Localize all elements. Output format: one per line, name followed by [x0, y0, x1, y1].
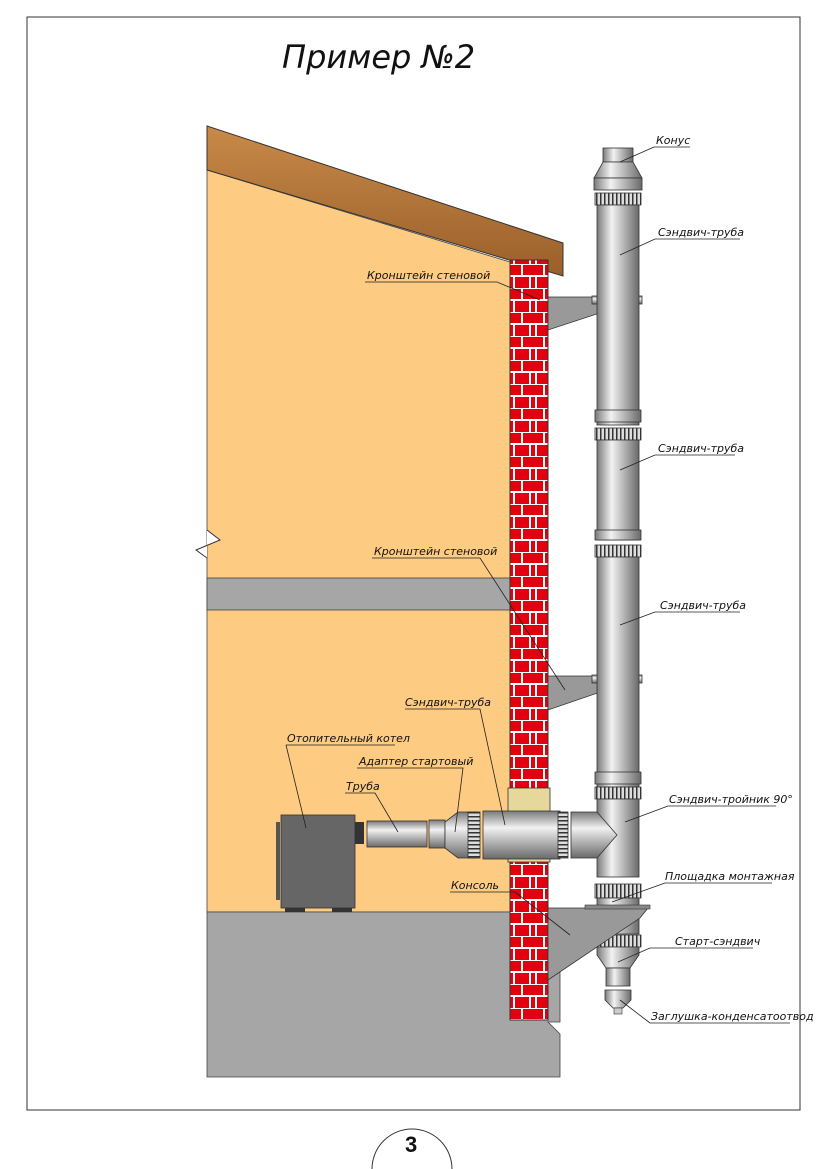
brick-wall	[509, 259, 549, 1021]
label-sandwich-tee: Сэндвич-тройник 90°	[669, 793, 793, 806]
label-pipe: Труба	[346, 780, 380, 793]
label-wall-bracket-1: Кронштейн стеновой	[367, 269, 490, 282]
break-line	[194, 529, 221, 559]
horizontal-flue	[366, 810, 618, 860]
label-boiler: Отопительный котел	[287, 732, 410, 745]
mounting-platform	[584, 904, 651, 910]
label-wall-bracket-2: Кронштейн стеновой	[374, 545, 497, 558]
page-title: Пример №2	[282, 38, 475, 76]
page-frame	[26, 16, 801, 1111]
leader-lines	[285, 146, 790, 1024]
label-sandwich-pipe-3: Сэндвич-труба	[660, 599, 746, 612]
label-start-adapter: Адаптер стартовый	[358, 755, 473, 768]
floor-slab	[206, 577, 511, 611]
label-sandwich-pipe-horizontal: Сэндвич-труба	[405, 696, 491, 709]
label-sandwich-pipe-2: Сэндвич-труба	[658, 442, 744, 455]
foundation	[206, 911, 561, 1078]
boiler	[276, 814, 364, 912]
label-sandwich-pipe-1: Сэндвич-труба	[658, 226, 744, 239]
label-start-sandwich: Старт-сэндвич	[675, 935, 761, 948]
page-number-tab	[371, 1128, 453, 1169]
roof-beam	[206, 125, 564, 277]
label-condensate-plug: Заглушка-конденсатоотвод	[651, 1010, 814, 1023]
label-console: Консоль	[451, 879, 499, 892]
label-cone: Конус	[656, 134, 690, 147]
page-number: 3	[405, 1132, 417, 1157]
label-mounting-platform: Площадка монтажная	[665, 870, 795, 883]
vertical-chimney	[593, 147, 643, 1015]
